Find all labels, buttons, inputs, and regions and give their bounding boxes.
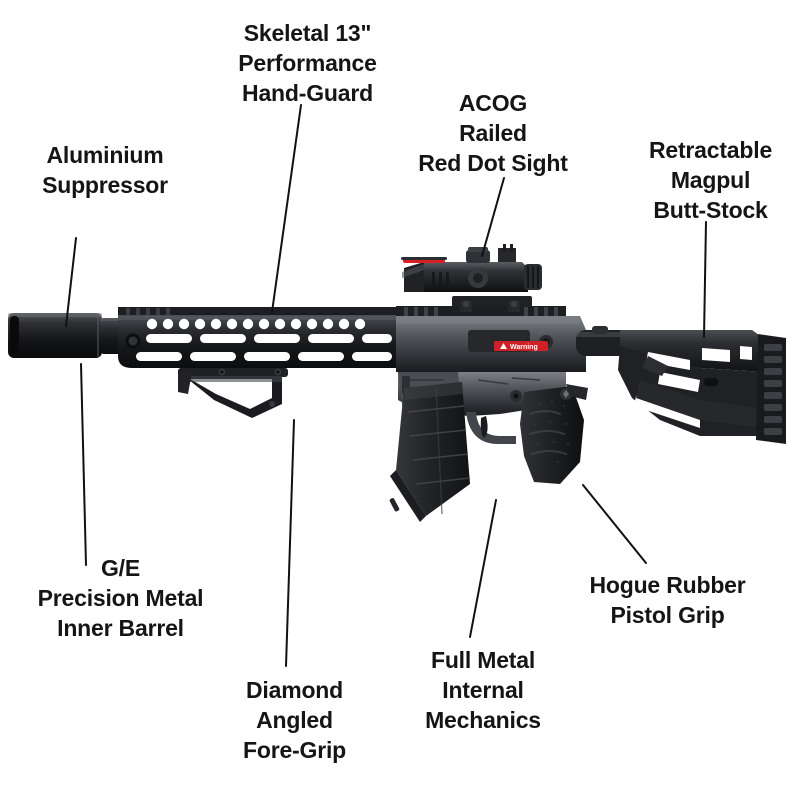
callout-hand-guard: Skeletal 13" Performance Hand-Guard (238, 20, 377, 106)
angled-fore-grip (178, 368, 288, 418)
callout-pistol-grip: Hogue Rubber Pistol Grip (589, 572, 746, 628)
red-dot-sight (401, 244, 542, 312)
warning-sticker: Warning (494, 341, 548, 351)
hand-guard (118, 307, 398, 368)
callout-aluminium-suppressor: Aluminium Suppressor (42, 142, 168, 198)
magazine (389, 382, 471, 522)
pistol-grip (520, 384, 588, 484)
callout-fore-grip: Diamond Angled Fore-Grip (243, 677, 346, 763)
callout-inner-barrel: G/E Precision Metal Inner Barrel (37, 555, 204, 641)
callout-butt-stock: Retractable Magpul Butt-Stock (648, 137, 773, 223)
callout-red-dot-sight: ACOG Railed Red Dot Sight (418, 90, 568, 176)
suppressor-assembly (8, 313, 102, 358)
callout-internal-mechanics: Full Metal Internal Mechanics (425, 647, 541, 733)
butt-stock (618, 330, 786, 444)
upper-receiver: Warning (396, 306, 586, 372)
warning-sticker-text: Warning (510, 344, 538, 351)
